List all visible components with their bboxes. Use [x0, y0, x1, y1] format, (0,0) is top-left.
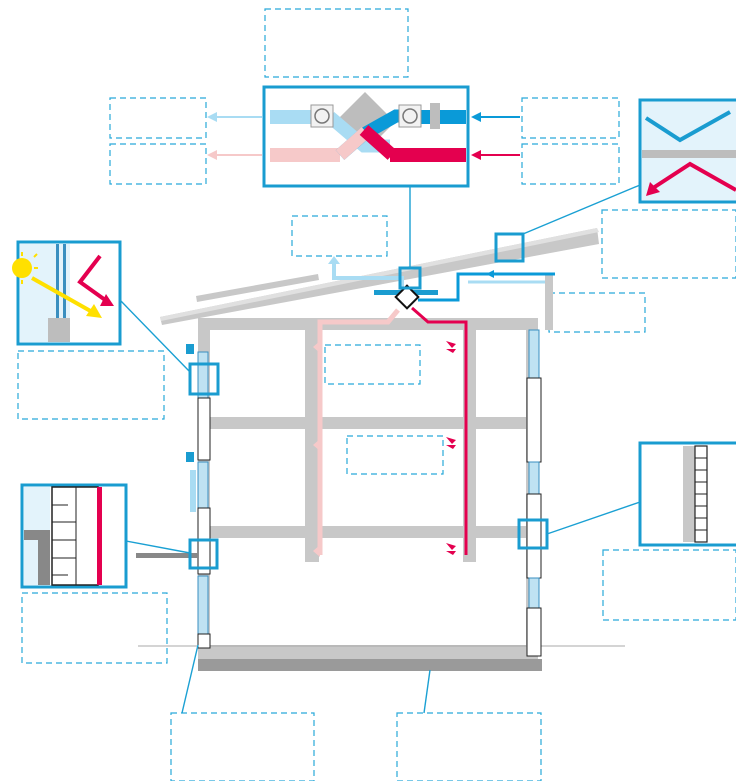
zoom-marker-roof: [494, 232, 525, 263]
label-box-outdoor-air: [521, 97, 620, 139]
balcony-slab: [136, 553, 198, 558]
flow-arrows: [207, 112, 520, 160]
slab-detail: [20, 483, 128, 589]
label-box-duct: [548, 292, 646, 333]
air-outlet-icon: [446, 341, 456, 555]
window-detail: [12, 240, 122, 346]
label-box-base-right: [396, 712, 542, 781]
left-wall: [136, 344, 211, 649]
hrv-detail: [262, 85, 470, 188]
gravel-foundation: [198, 659, 542, 671]
roof-detail: [638, 98, 736, 204]
zoom-marker-slab: [188, 538, 219, 570]
heat-exchanger-icon: [394, 284, 420, 310]
label-box-extract-air-out: [109, 143, 207, 185]
label-box-roof-left: [291, 215, 388, 257]
label-box-upper-floor: [324, 344, 421, 385]
label-box-supply-air-in: [521, 143, 620, 185]
filter-icon: [430, 103, 440, 129]
label-box-mid-floor: [346, 435, 444, 475]
label-box-roof-right: [601, 209, 736, 279]
label-box-base-left: [170, 712, 315, 781]
fan-icon: [310, 104, 334, 128]
building-structure: [138, 274, 625, 671]
label-box-window: [17, 350, 165, 420]
label-box-wall-left: [21, 592, 168, 664]
zoom-marker-window: [188, 362, 220, 396]
shading-device: [186, 344, 194, 354]
air-inlet-icon: [313, 341, 320, 557]
insulation-detail: [638, 441, 736, 547]
right-wall: [526, 329, 542, 657]
label-box-exhaust-air: [109, 97, 207, 139]
label-box-top: [264, 8, 409, 78]
fan-icon: [398, 104, 422, 128]
label-box-wall-right: [602, 549, 736, 621]
shading-device: [186, 452, 194, 462]
ventilation-ducts: [317, 256, 555, 555]
